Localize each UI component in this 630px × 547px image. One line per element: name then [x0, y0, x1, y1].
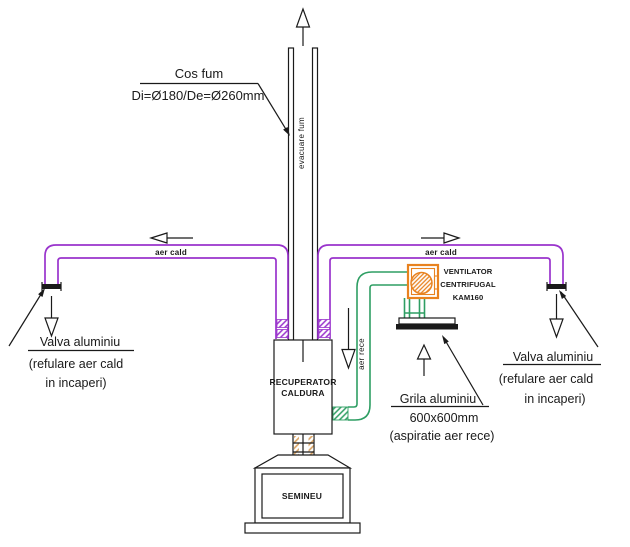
cold-duct-connector-hatch: [332, 406, 349, 421]
fan-label-1: VENTILATOR: [444, 267, 493, 276]
valve-left-label-1: Valva aluminiu: [40, 335, 120, 349]
hot-air-left-label: aer cald: [155, 248, 187, 257]
valve-right-label-3: in incaperi): [524, 392, 585, 406]
grille-leader-arrowhead: [442, 335, 449, 345]
fireplace-opening: [261, 473, 344, 519]
chimney-dimension: Di=Ø180/De=Ø260mm: [132, 88, 265, 103]
cold-air-label: aer rece: [357, 338, 366, 370]
connector-hatch: [308, 436, 314, 455]
fireplace-base: [244, 522, 361, 534]
fan-label-3: KAM160: [453, 293, 484, 302]
heat-recuperator: RECUPERATOR CALDURA: [269, 339, 336, 435]
valve-right-leader-arrowhead: [559, 290, 567, 299]
cold-air-duct: aer rece: [332, 271, 408, 421]
flue-flow-label: evacuare fum: [297, 117, 306, 169]
fireplace-hood: [252, 454, 353, 469]
grille-frame: [398, 317, 456, 325]
chimney-label: Cos fum: [175, 66, 223, 81]
flow-right-arrow-icon: [443, 232, 461, 244]
valve-right-down-arrow-icon: [549, 318, 564, 339]
fan-wheel: [410, 271, 433, 295]
fan-intake-duct: [403, 298, 426, 318]
chimney-pipe-left: [287, 47, 295, 341]
fireplace: SEMINEU: [244, 454, 361, 534]
grille-label-3: (aspiratie aer rece): [390, 429, 495, 443]
duct-left-inner-wall: [57, 257, 277, 339]
chimney-leader-line: [257, 83, 288, 132]
duct-right-connector-hatch: [318, 329, 331, 338]
chimney-callout: Cos fum Di=Ø180/De=Ø260mm: [132, 66, 290, 136]
valve-left-leader-arrowhead: [38, 288, 45, 297]
flue-up-arrow-icon: [295, 7, 311, 28]
recuperator-label-2: CALDURA: [281, 388, 324, 398]
duct-right-connector-hatch: [318, 319, 331, 328]
duct-right-inner-wall: [329, 257, 551, 339]
centrifugal-fan: VENTILATOR CENTRIFUGAL KAM160: [403, 263, 496, 318]
valve-left-label-3: in incaperi): [45, 376, 106, 390]
duct-left-outer-wall: [44, 244, 289, 339]
valve-left-down-arrow-icon: [44, 317, 59, 338]
intake-grille: Grila aluminiu 600x600mm (aspiratie aer …: [390, 317, 495, 443]
grille-label-2: 600x600mm: [410, 411, 479, 425]
valve-right-label-1: Valva aluminiu: [513, 350, 593, 364]
grille-leader-line: [444, 339, 484, 406]
valve-right-flange: [546, 284, 567, 289]
grille-up-arrow-icon: [416, 343, 432, 360]
grille-face: [396, 324, 458, 330]
cold-duct-inner-wall: [348, 284, 408, 421]
cold-duct-outer-wall: [348, 271, 408, 408]
chimney-pipe-right: [311, 47, 319, 341]
fan-outlet: [433, 275, 439, 290]
hot-air-right-label: aer cald: [425, 248, 457, 257]
fan-label-2: CENTRIFUGAL: [440, 280, 496, 289]
valve-left: Valva aluminiu (refulare aer cald in inc…: [8, 282, 134, 390]
chimney-leader-arrowhead: [283, 127, 290, 136]
valve-right-leader-line: [560, 291, 599, 348]
valve-left-flange: [41, 284, 62, 289]
chimney: evacuare fum: [287, 7, 319, 341]
recuperator-label-1: RECUPERATOR: [269, 377, 336, 387]
fireplace-connector: [292, 434, 315, 469]
hot-air-duct-right: aer cald: [317, 232, 564, 339]
duct-left-connector-hatch: [276, 319, 289, 328]
valve-right-label-2: (refulare aer cald: [499, 372, 594, 386]
duct-right-outer-wall: [317, 244, 564, 339]
cold-air-down-arrow-icon: [341, 348, 356, 370]
valve-right: Valva aluminiu (refulare aer cald in inc…: [499, 282, 601, 406]
grille-label-1: Grila aluminiu: [400, 392, 476, 406]
duct-left-connector-hatch: [276, 329, 289, 338]
flow-left-arrow-icon: [148, 232, 168, 244]
valve-left-leader-line: [8, 290, 44, 347]
connector-hatch: [294, 436, 299, 455]
fireplace-label: SEMINEU: [282, 491, 322, 501]
hot-air-duct-left: aer cald: [44, 232, 289, 339]
valve-left-label-2: (refulare aer cald: [29, 357, 124, 371]
